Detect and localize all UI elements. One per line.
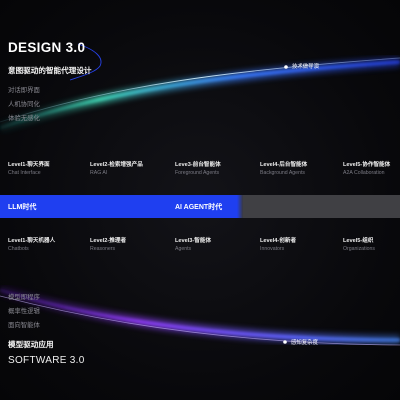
bottom-feature-1: 模型即程序 [8, 294, 40, 301]
top-level-3-en: Foreground Agents [175, 170, 220, 176]
top-feature-1: 对话即界面 [8, 87, 40, 94]
top-level-2-en: RAG AI [90, 170, 108, 176]
llm-era-label: LLM时代 [8, 204, 37, 211]
bottom-level-1-name: Level1-聊天机器人 [8, 238, 56, 244]
bottom-curve-glow [0, 285, 400, 345]
top-feature-3: 体验无感化 [8, 115, 40, 122]
bottom-curve [0, 288, 400, 342]
top-level-5-name: Level5-协作智能体 [343, 162, 391, 168]
software-title: SOFTWARE 3.0 [8, 355, 85, 366]
bottom-badge-dot [283, 340, 287, 344]
top-badge: 技术做导演 [292, 64, 319, 70]
top-level-2: Level2-检索增强产品 RAG AI [90, 160, 143, 176]
bottom-level-2-en: Reasoners [90, 246, 116, 252]
bottom-level-3-en: Agents [175, 246, 192, 252]
top-level-1: Level1-聊天界面 Chat Interface [8, 160, 50, 176]
top-badge-dot [284, 65, 288, 69]
title-swoosh [69, 43, 102, 81]
bottom-level-4: Level4-创新者 Innovators [260, 236, 296, 252]
top-level-3-name: Leve3-前台智能体 [175, 162, 221, 168]
top-feature-2: 人机协同化 [8, 101, 40, 108]
bottom-level-5-en: Organizations [343, 246, 376, 252]
top-level-1-en: Chat Interface [8, 170, 41, 176]
software-subtitle: 模型驱动应用 [8, 340, 54, 349]
bottom-level-3-name: Level3-智能体 [175, 238, 212, 244]
top-curve-thin [0, 57, 400, 123]
top-level-2-name: Level2-检索增强产品 [90, 162, 143, 168]
bottom-level-5: Level5-组织 Organizations [343, 236, 375, 252]
agent-era-label: AI AGENT时代 [175, 204, 223, 211]
bottom-curve-thin [0, 295, 400, 346]
bottom-level-2-name: Level2-推理者 [90, 238, 127, 244]
top-curve [0, 60, 400, 130]
top-level-3: Leve3-前台智能体 Foreground Agents [175, 160, 221, 176]
top-level-5-en: A2A Collaboration [343, 170, 385, 176]
top-level-5: Level5-协作智能体 A2A Collaboration [343, 160, 390, 176]
design-subtitle: 意图驱动的智能代理设计 [8, 66, 92, 75]
top-level-4-en: Background Agents [260, 170, 305, 176]
agent-era-bar [243, 195, 400, 218]
bottom-level-3: Level3-智能体 Agents [175, 236, 211, 252]
llm-era-bar [0, 195, 237, 218]
design-title: DESIGN 3.0 [8, 40, 86, 55]
top-level-4-name: Level4-后台智能体 [260, 162, 308, 168]
bottom-level-1: Level1-聊天机器人 Chatbots [8, 236, 55, 252]
bottom-level-2: Level2-推理者 Reasoners [90, 236, 126, 252]
bottom-feature-3: 面向智能体 [8, 322, 40, 329]
era-transition [237, 195, 243, 218]
bottom-level-1-en: Chatbots [8, 246, 29, 252]
bottom-level-4-name: Level4-创新者 [260, 238, 297, 244]
era-band: LLM时代 AI AGENT时代 [0, 195, 400, 218]
bottom-level-4-en: Innovators [260, 246, 285, 252]
bottom-feature-2: 概率性逻辑 [8, 308, 40, 315]
bottom-badge: 感知复杂度 [291, 340, 318, 346]
bottom-level-5-name: Level5-组织 [343, 238, 374, 244]
top-level-1-name: Level1-聊天界面 [8, 162, 50, 168]
top-level-4: Level4-后台智能体 Background Agents [260, 160, 307, 176]
